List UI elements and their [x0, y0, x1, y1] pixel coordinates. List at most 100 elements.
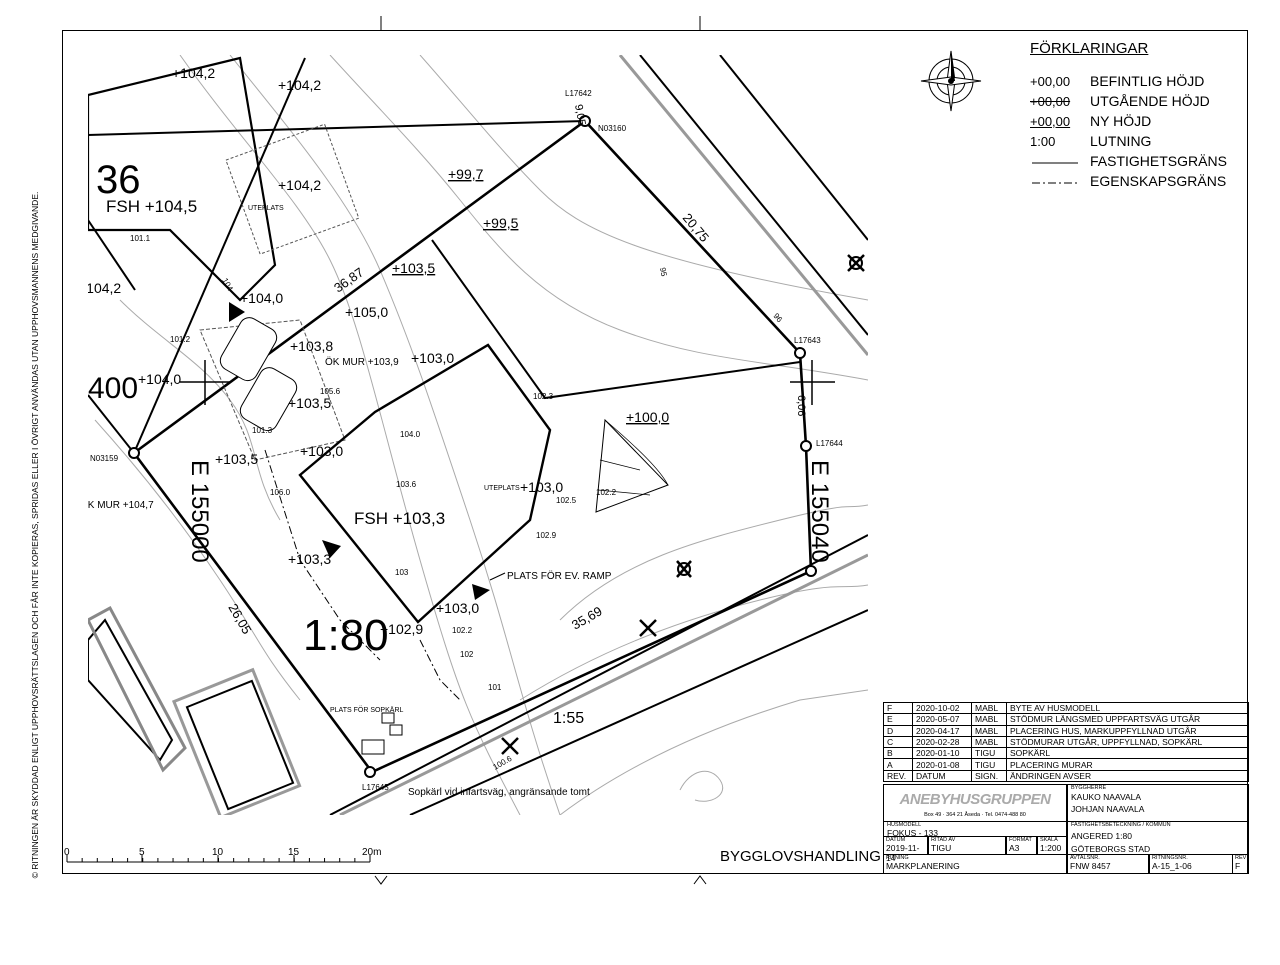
svg-text:101.2: 101.2: [170, 335, 191, 344]
svg-text:15: 15: [288, 847, 300, 858]
height-label: +103,5: [392, 260, 435, 276]
height-label: +103,8: [290, 338, 333, 354]
svg-text:PLATS FÖR SOPKÄRL: PLATS FÖR SOPKÄRL: [330, 706, 403, 714]
sheet-ticks: [374, 16, 707, 885]
car-icon: [239, 367, 298, 432]
height-label: +104,0: [138, 371, 181, 387]
svg-text:PLATS FÖR EV. RAMP: PLATS FÖR EV. RAMP: [507, 570, 612, 582]
height-label: +100,0: [626, 409, 669, 425]
height-label: +103,5: [288, 395, 331, 411]
svg-text:36,87: 36,87: [331, 265, 366, 296]
slope-label: 1:55: [553, 710, 584, 727]
company-logo-cell: ANEBYHUSGRUPPEN Box 49 · 364 21 Åseda · …: [883, 784, 1067, 822]
height-label: +103,0: [411, 350, 454, 366]
svg-text:104.0: 104.0: [400, 430, 421, 439]
svg-text:101: 101: [488, 683, 502, 692]
height-label: +103,0: [300, 443, 343, 459]
svg-text:102.5: 102.5: [556, 496, 577, 505]
height-label: +104,2: [172, 65, 215, 81]
svg-text:Sopkärl vid infartsväg, angrän: Sopkärl vid infartsväg, angränsande tomt: [408, 787, 590, 798]
house-label: FSH +103,3: [354, 509, 445, 528]
plot-number: 36: [96, 158, 141, 202]
svg-text:5: 5: [139, 847, 145, 858]
height-label: +102,9: [380, 621, 423, 637]
svg-text:102: 102: [460, 650, 474, 659]
height-label: +104,2: [88, 280, 121, 296]
svg-text:N03160: N03160: [598, 124, 627, 133]
svg-text:UTEPLATS: UTEPLATS: [484, 485, 520, 492]
fastighet-cell: FASTIGHETSBETECKNING / KOMMUN ANGERED 1:…: [1067, 821, 1249, 855]
height-label: +103,0: [520, 479, 563, 495]
svg-text:L17644: L17644: [816, 439, 843, 448]
svg-text:400: 400: [88, 372, 138, 405]
house-outline: [298, 343, 552, 624]
svg-text:20m: 20m: [362, 847, 381, 858]
svg-text:103.6: 103.6: [396, 480, 417, 489]
svg-text:L17642: L17642: [565, 89, 592, 98]
svg-text:UTEPLATS: UTEPLATS: [248, 205, 284, 212]
height-label: +104,2: [278, 177, 321, 193]
height-label: +104,0: [240, 290, 283, 306]
east-coordinate: E 155000: [186, 460, 213, 563]
scale-bar-minor: [66, 858, 371, 862]
svg-text:L17645: L17645: [362, 783, 389, 792]
east-coordinate: E 155040: [806, 460, 833, 563]
height-label: +99,7: [448, 166, 484, 182]
svg-text:9,05: 9,05: [572, 103, 588, 126]
height-label: +103,3: [288, 551, 331, 567]
height-label: +103,5: [215, 451, 258, 467]
height-label: +99,5: [483, 215, 519, 231]
svg-text:0: 0: [64, 847, 70, 858]
svg-text:101.3: 101.3: [252, 426, 273, 435]
height-label: +105,0: [345, 304, 388, 320]
svg-text:102.9: 102.9: [536, 531, 557, 540]
svg-text:105.6: 105.6: [320, 387, 341, 396]
company-logo: ANEBYHUSGRUPPEN: [899, 791, 1051, 808]
plot-scale-label: 1:80: [303, 611, 389, 660]
svg-text:6,06: 6,06: [795, 395, 807, 416]
height-label: +104,2: [278, 77, 321, 93]
stage-label: BYGGLOVSHANDLING: [720, 848, 881, 865]
legend-row: EGENSKAPSGRÄNS: [1032, 173, 1227, 189]
svg-text:N03159: N03159: [90, 454, 119, 463]
svg-text:106.0: 106.0: [270, 488, 291, 497]
svg-text:95: 95: [658, 267, 669, 278]
byggherre-cell: BYGGHERRE KAUKO NAAVALA JOHJAN NAAVALA: [1067, 784, 1249, 822]
drawing-frame: [62, 30, 1248, 874]
svg-text:10: 10: [212, 847, 224, 858]
svg-text:102.3: 102.3: [533, 392, 554, 401]
legend-row: FASTIGHETSGRÄNS: [1032, 153, 1227, 169]
svg-text:35,69: 35,69: [569, 603, 605, 632]
north-arrow-icon: [920, 50, 982, 112]
svg-text:103: 103: [395, 568, 409, 577]
height-label: +103,0: [436, 600, 479, 616]
svg-text:26,05: 26,05: [225, 601, 254, 637]
legend-title: FÖRKLARINGAR: [1030, 40, 1149, 57]
svg-text:102.2: 102.2: [452, 626, 473, 635]
svg-text:101.1: 101.1: [130, 234, 151, 243]
svg-text:ÖK MUR +103,9: ÖK MUR +103,9: [325, 356, 399, 368]
svg-text:102.2: 102.2: [596, 488, 617, 497]
site-plan-map: +104,2 +104,2 +104,2 +104,2 +104,0 +105,…: [88, 55, 868, 815]
svg-text:104: 104: [220, 277, 235, 294]
neighbor-house-label: FSH +104,5: [106, 197, 197, 216]
svg-text:ÖK MUR +104,7: ÖK MUR +104,7: [88, 499, 154, 511]
car-icon: [219, 317, 278, 382]
svg-text:L17643: L17643: [794, 336, 821, 345]
